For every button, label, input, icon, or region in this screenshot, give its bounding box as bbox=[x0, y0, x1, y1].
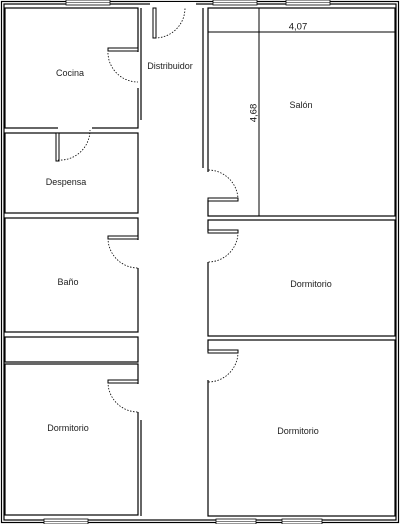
door-leaf bbox=[207, 349, 239, 354]
room-label-dormitorio-derecha-abajo: Dormitorio bbox=[277, 426, 319, 436]
room-label-bano: Baño bbox=[57, 277, 79, 287]
door-swing bbox=[57, 129, 91, 161]
salon-walls bbox=[207, 7, 396, 217]
dimension-salon-height: 4,68 bbox=[248, 103, 260, 123]
room-label-despensa: Despensa bbox=[45, 177, 87, 187]
room-label-cocina: Cocina bbox=[55, 68, 85, 78]
door-swing bbox=[207, 169, 239, 201]
door-leaf bbox=[207, 197, 239, 202]
door-leaf bbox=[107, 47, 139, 52]
dormitorio-der-medio-walls bbox=[207, 219, 396, 337]
bano-walls bbox=[4, 217, 139, 333]
door-leaf bbox=[55, 132, 60, 162]
door-swing bbox=[207, 231, 239, 263]
dimension-salon-width: 4,07 bbox=[288, 21, 308, 33]
dormitorio-izq-walls bbox=[4, 336, 139, 363]
door-swing bbox=[154, 7, 186, 39]
door-swing bbox=[107, 49, 139, 83]
door-leaf bbox=[107, 235, 139, 240]
door-swing bbox=[107, 381, 139, 413]
dormitorio-der-abajo-walls bbox=[207, 339, 396, 517]
door-leaf bbox=[107, 379, 139, 384]
room-label-dormitorio-derecha-medio: Dormitorio bbox=[290, 279, 332, 289]
door-leaf bbox=[207, 229, 239, 234]
door-swing bbox=[107, 237, 139, 269]
outer-wall-inner bbox=[3, 3, 397, 521]
dormitorio-izq-room bbox=[4, 363, 139, 516]
room-label-dormitorio-izquierda-abajo: Dormitorio bbox=[47, 423, 89, 433]
door-swing bbox=[207, 351, 239, 383]
despensa-walls bbox=[4, 132, 139, 214]
door-leaf bbox=[152, 7, 157, 39]
room-label-distribuidor: Distribuidor bbox=[147, 61, 193, 71]
room-label-salon: Salón bbox=[289, 100, 313, 110]
